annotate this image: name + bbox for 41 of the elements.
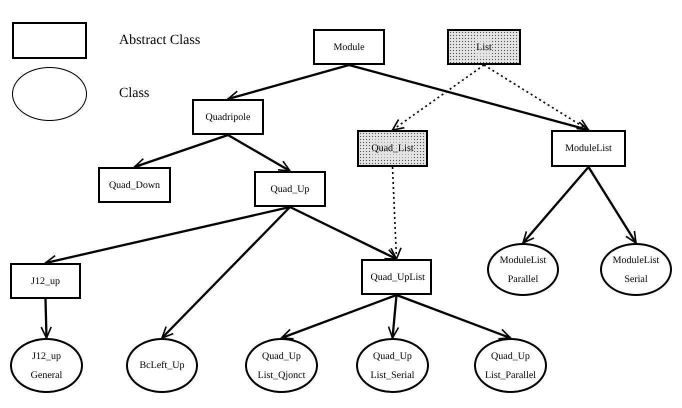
abstract-class-box [361, 259, 432, 295]
class-name: Quad_List [371, 139, 414, 158]
legend-text: Class [119, 86, 150, 102]
abstract-class-box [10, 263, 81, 299]
arrow [522, 166, 590, 244]
arrow [392, 64, 484, 131]
arrow [388, 294, 400, 339]
class-name: J12_up [31, 274, 60, 288]
class-name: BcLeft_Up [140, 359, 184, 373]
class-name: ModuleList [565, 142, 612, 156]
abstract-class-box [98, 167, 171, 203]
arrow [227, 64, 350, 102]
abstract-class-box [313, 29, 385, 65]
arrow [484, 64, 590, 131]
arrow [134, 134, 228, 169]
class-name: Quadripole [206, 110, 250, 124]
class-name: Quad_UpList [370, 270, 422, 284]
arrow [396, 294, 512, 340]
class-name: J12_up General [30, 350, 64, 382]
class-name: ModuleList Serial [612, 254, 660, 286]
class-name: Quad_Up List_Parallel [484, 350, 536, 382]
class-name: Quad_Up List_Serial [370, 350, 416, 382]
abstract-class-box [551, 130, 626, 167]
arrow [588, 166, 637, 244]
class-name: Module [333, 40, 365, 54]
class-name: Quad_Up [270, 182, 310, 196]
class-name: Quad_Down [108, 178, 160, 192]
arrow [40, 298, 52, 339]
arrow [290, 206, 398, 260]
class-name: Quad_Up List_Qjonct [256, 350, 306, 382]
arrow [280, 294, 397, 340]
abstract-class-box [447, 29, 521, 65]
arrow [227, 134, 291, 172]
class-name: ModuleList Parallel [498, 254, 548, 286]
legend-text: Abstract Class [119, 32, 200, 48]
class-name: List [476, 38, 492, 56]
arrow [161, 206, 291, 339]
arrow [390, 166, 402, 260]
abstract-class-box [192, 99, 264, 135]
abstract-class-box [357, 130, 428, 167]
abstract-class-box [254, 171, 326, 207]
